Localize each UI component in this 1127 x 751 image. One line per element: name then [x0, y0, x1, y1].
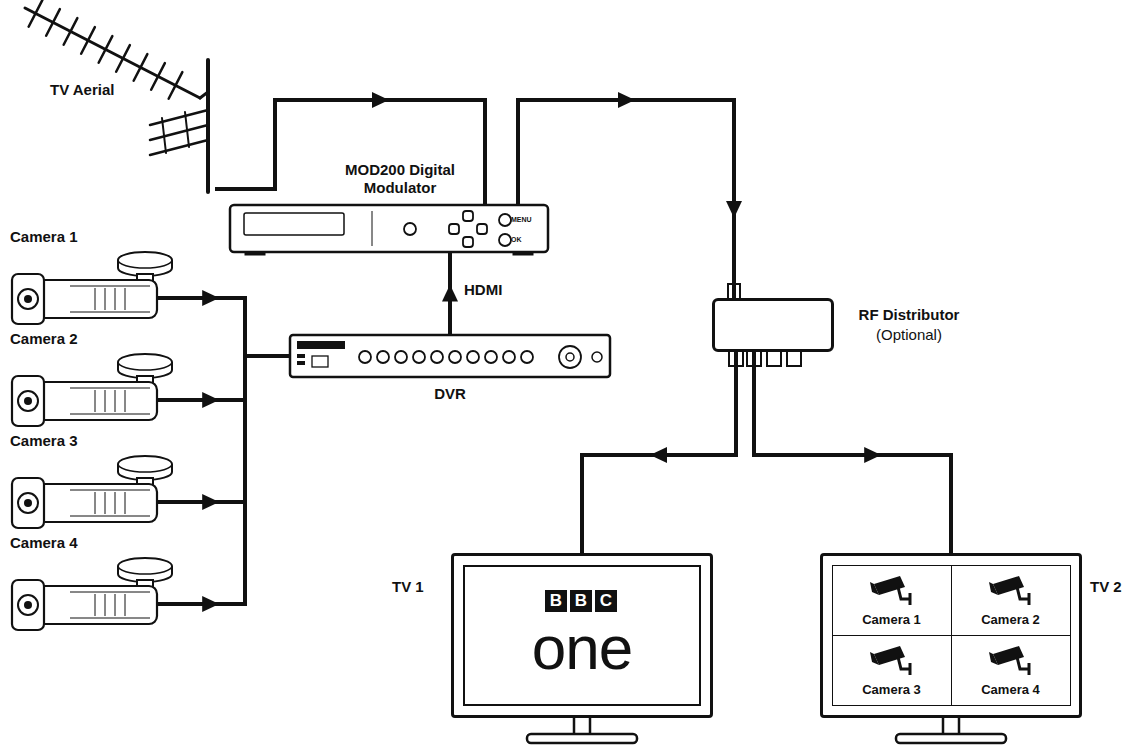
camera-node: Camera 2	[8, 354, 158, 428]
device-label: Camera 4	[10, 534, 78, 552]
signal-label: HDMI	[462, 281, 504, 299]
camera-icon	[870, 572, 914, 608]
cable-connector	[518, 92, 742, 298]
modulator-drawing	[230, 205, 548, 255]
cable-connector	[158, 356, 290, 510]
cable-line	[158, 356, 290, 604]
camera-node: Camera 4	[8, 558, 158, 632]
device-text: one	[454, 616, 710, 680]
device-text: OK	[511, 236, 522, 244]
arrow-head	[864, 447, 881, 463]
camera-node: Camera 1	[8, 252, 158, 326]
camera-view: Camera 4	[951, 635, 1071, 706]
arrow-head	[202, 494, 219, 510]
cable-connector	[158, 290, 290, 356]
view-label: Camera 3	[833, 682, 950, 698]
dvr-drawing	[290, 335, 610, 377]
device-label: Camera 3	[10, 432, 78, 450]
tv-monitor: TV 1BBCone	[451, 553, 713, 718]
arrow-head	[442, 285, 458, 302]
device-label: Camera 2	[10, 330, 78, 348]
cable-line	[215, 100, 485, 205]
cable-line	[158, 356, 290, 400]
device-label: MOD200 Digital Modulator	[320, 161, 480, 197]
cable-line	[158, 298, 290, 356]
tv-stands	[527, 716, 1006, 743]
cable-connector	[582, 352, 736, 553]
cable-connector	[215, 92, 485, 205]
arrow-head	[202, 290, 219, 306]
tv-monitor: TV 2Camera 1Camera 2Camera 3Camera 4	[820, 553, 1082, 718]
cable-connector	[442, 252, 458, 335]
camera-view: Camera 2	[951, 565, 1071, 636]
aerial-drawing	[25, 0, 208, 192]
device-text: B	[570, 590, 592, 612]
arrow-head	[650, 447, 667, 463]
device-text: C	[595, 590, 617, 612]
arrow-head	[372, 92, 389, 108]
modulator-node: MOD200 Digital ModulatorMENUOK	[230, 205, 548, 252]
device-label: DVR	[420, 385, 480, 403]
arrow-head	[618, 92, 635, 108]
view-label: Camera 4	[952, 682, 1069, 698]
device-label: Camera 1	[10, 228, 78, 246]
rf-distributor: RF Distributor(Optional)	[712, 298, 834, 352]
camera-view: Camera 1	[832, 565, 952, 636]
view-label: Camera 2	[952, 612, 1069, 628]
camera-view: Camera 3	[832, 635, 952, 706]
arrow-head	[202, 596, 219, 612]
camera-node: Camera 3	[8, 456, 158, 530]
arrow-head	[202, 392, 219, 408]
dvr-node: DVR	[290, 335, 610, 377]
camera-icon	[989, 572, 1033, 608]
device-text: (Optional)	[850, 326, 968, 344]
device-label: RF Distributor	[850, 306, 968, 324]
cable-line	[582, 352, 736, 553]
cable-connector	[158, 356, 290, 408]
cable-line	[754, 352, 951, 553]
device-text: MENU	[511, 216, 532, 224]
cable-line	[518, 100, 734, 298]
view-label: Camera 1	[833, 612, 950, 628]
cable-connector	[754, 352, 951, 553]
device-label: TV Aerial	[50, 81, 114, 99]
camera-icon	[989, 642, 1033, 678]
arrow-head	[726, 201, 742, 218]
device-label: TV 2	[1090, 578, 1122, 596]
device-label: TV 1	[392, 578, 424, 596]
cable-line	[158, 356, 290, 502]
aerial-node: TV Aerial	[15, 3, 215, 193]
device-text: B	[545, 590, 567, 612]
camera-icon	[870, 642, 914, 678]
cable-connector	[158, 356, 290, 612]
